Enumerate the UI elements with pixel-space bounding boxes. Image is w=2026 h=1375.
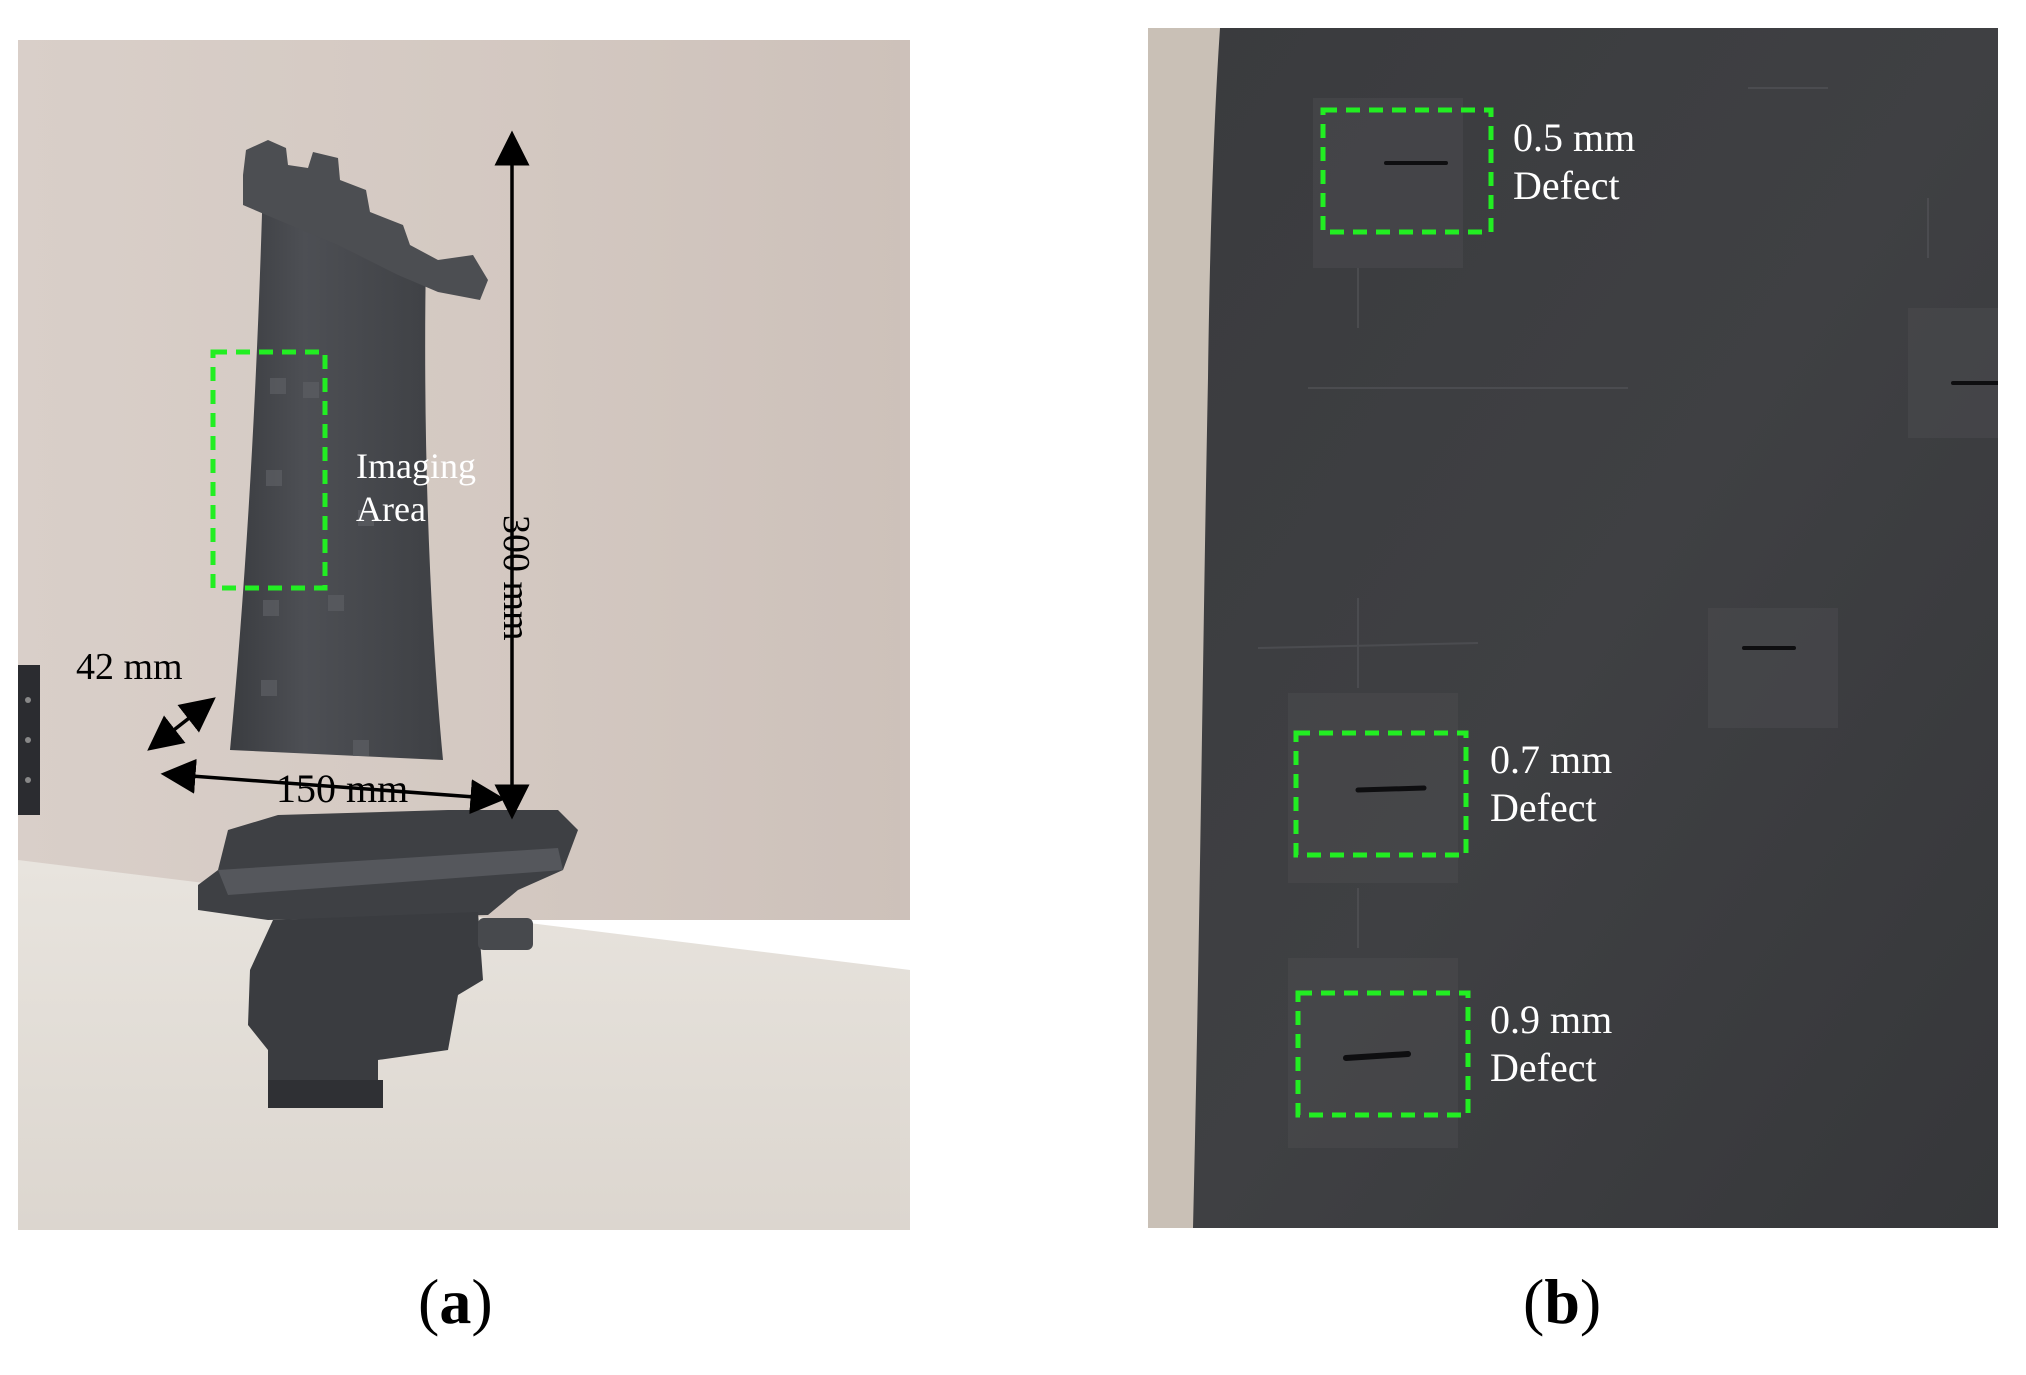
turbine-blade-photo: Imaging Area 300 mm 42 mm 150 mm: [18, 40, 910, 1230]
defect-label-3: 0.9 mm Defect: [1490, 996, 1612, 1092]
blade-tip-shroud: [243, 140, 488, 300]
defect-label-2: 0.7 mm Defect: [1490, 736, 1612, 832]
imaging-area-label: Imaging Area: [356, 445, 476, 531]
blade-surface-scene: [1148, 28, 1998, 1228]
defect-box-3: [1295, 990, 1471, 1118]
defect-2-word: Defect: [1490, 785, 1597, 830]
width-arrow: [160, 758, 506, 815]
blade-surface-closeup: 0.5 mm Defect 0.7 mm Defect 0.9 mm Defec…: [1148, 28, 1998, 1228]
panel-b: 0.5 mm Defect 0.7 mm Defect 0.9 mm Defec…: [1148, 0, 2026, 1375]
defect-slits: [1343, 161, 1998, 1061]
depth-label: 42 mm: [76, 646, 183, 688]
defect-box-1: [1320, 107, 1494, 235]
scratch-lines: [1257, 87, 1929, 948]
defect-1-word: Defect: [1513, 163, 1620, 208]
defect-3-word: Defect: [1490, 1045, 1597, 1090]
caption-b: (b): [1523, 1266, 1602, 1337]
blade-airfoil: [230, 180, 443, 760]
imaging-area-line1: Imaging: [356, 446, 476, 486]
defect-3-size: 0.9 mm: [1490, 997, 1613, 1042]
blade-root: [248, 912, 483, 1095]
width-label: 150 mm: [276, 766, 409, 811]
panel-a: Imaging Area 300 mm 42 mm 150 mm (a): [0, 0, 940, 1375]
caption-a-letter: a: [439, 1266, 472, 1337]
depth-arrow: [147, 697, 216, 751]
defect-1-size: 0.5 mm: [1513, 115, 1636, 160]
imaging-area-box: [210, 349, 328, 591]
defect-box-2: [1293, 730, 1469, 858]
blade-patches: [261, 378, 374, 756]
imaging-area-line2: Area: [356, 489, 426, 530]
height-label: 300 mm: [495, 515, 537, 641]
caption-b-letter: b: [1544, 1266, 1580, 1337]
caption-a: (a): [418, 1266, 493, 1337]
turbine-blade-scene: [18, 40, 910, 1230]
blade-surface: [1193, 28, 1998, 1228]
defect-2-size: 0.7 mm: [1490, 737, 1613, 782]
table-surface: [18, 860, 910, 1230]
defect-label-1: 0.5 mm Defect: [1513, 114, 1635, 210]
